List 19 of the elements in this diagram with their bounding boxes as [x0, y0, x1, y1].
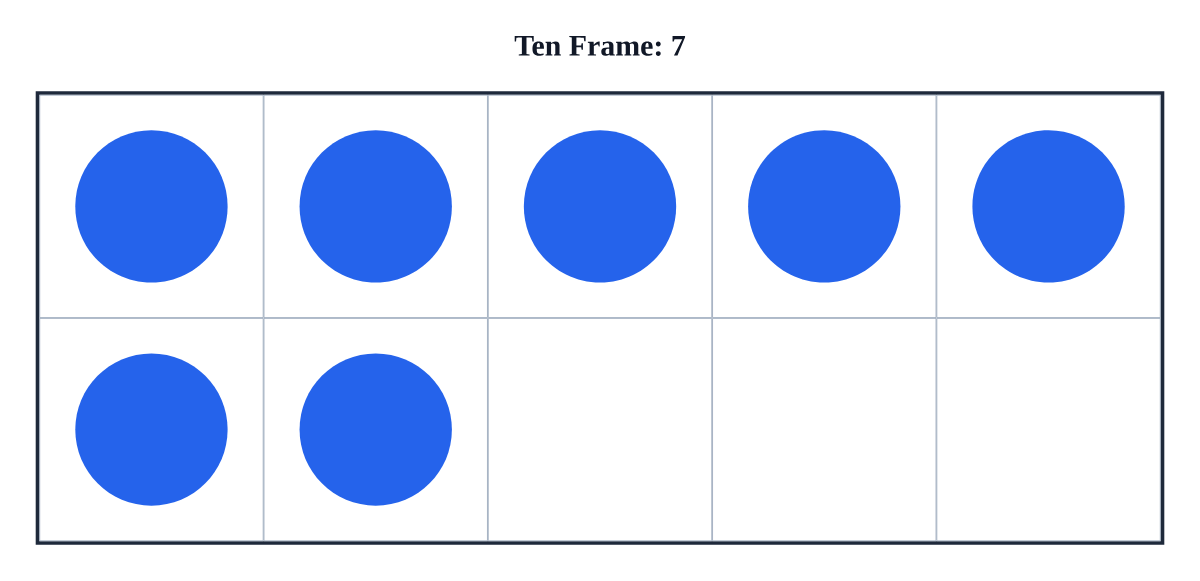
frame-cell	[39, 318, 264, 542]
counter	[299, 353, 452, 506]
counter	[75, 130, 228, 283]
frame-cell	[263, 94, 488, 318]
counter	[748, 130, 901, 283]
frame-cell	[263, 318, 488, 542]
frame-cell	[39, 94, 264, 318]
counter	[299, 130, 452, 283]
counter	[972, 130, 1125, 283]
ten-frame	[35, 91, 1165, 545]
frame-cell	[936, 94, 1161, 318]
counter	[523, 130, 677, 283]
frame-cell	[487, 94, 713, 318]
frame-cell	[712, 94, 937, 318]
frame-cell	[936, 318, 1161, 542]
title: Ten Frame: 7	[514, 36, 686, 56]
counter	[75, 353, 228, 506]
frame-cell	[487, 318, 713, 542]
frame-cell	[712, 318, 937, 542]
